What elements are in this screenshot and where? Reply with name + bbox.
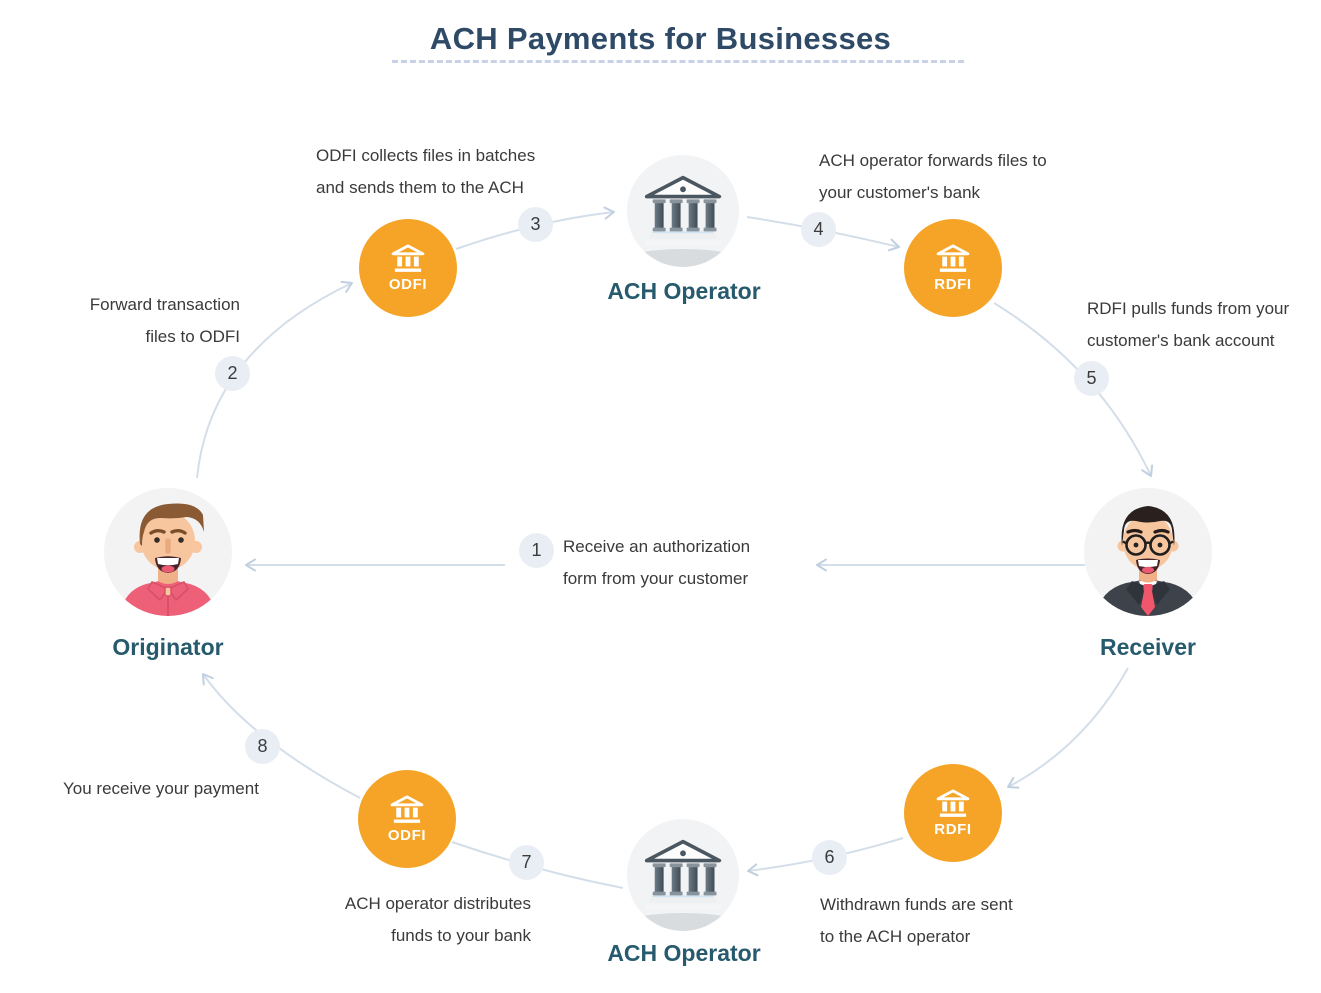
- node-rdfi-top: RDFI: [904, 219, 1002, 317]
- bank-building-icon: [641, 839, 725, 912]
- node-odfi-bottom: ODFI: [358, 770, 456, 868]
- step-6-line-1: Withdrawn funds are sent: [820, 895, 1013, 914]
- step-3-line-1: ODFI collects files in batches: [316, 146, 536, 165]
- node-ground-shadow: [627, 913, 739, 931]
- step-1-line-2: form from your customer: [563, 569, 749, 588]
- page-title: ACH Payments for Businesses: [429, 21, 892, 56]
- step-2-line-1: Forward transaction: [89, 295, 240, 314]
- step-4-text: ACH operator forwards files to your cust…: [819, 145, 1047, 209]
- node-ach-operator-bottom-label: ACH Operator: [607, 940, 761, 966]
- step-badge-3: 3: [518, 207, 553, 242]
- step-1-line-1: Receive an authorization: [563, 537, 751, 556]
- step-badge-7: 7: [509, 845, 544, 880]
- step-2-line-2: files to ODFI: [145, 327, 240, 346]
- step-4-line-2: your customer's bank: [819, 183, 981, 202]
- node-odfi-top-label: ODFI: [388, 275, 428, 293]
- bank-icon: [389, 795, 425, 824]
- step-3-line-2: and sends them to the ACH: [316, 178, 524, 197]
- step-7-text: ACH operator distributes funds to your b…: [231, 888, 531, 952]
- step-8-text: You receive your payment: [63, 773, 259, 805]
- node-receiver-avatar: [1084, 488, 1212, 616]
- node-originator-avatar: [104, 488, 232, 616]
- node-ach-operator-top: [627, 155, 739, 267]
- step-5-line-2: customer's bank account: [1087, 331, 1275, 350]
- title-underline-divider: [392, 60, 964, 63]
- bank-icon: [935, 789, 971, 818]
- node-odfi-bottom-label: ODFI: [387, 826, 427, 844]
- step-8-line-1: You receive your payment: [63, 779, 259, 798]
- man-avatar-icon: [104, 488, 232, 616]
- node-receiver-label: Receiver: [1100, 634, 1196, 660]
- step-1-text: Receive an authorization form from your …: [563, 531, 750, 595]
- step-badge-8: 8: [245, 729, 280, 764]
- step-6-line-2: to the ACH operator: [820, 927, 971, 946]
- step-badge-5: 5: [1074, 361, 1109, 396]
- node-odfi-top: ODFI: [359, 219, 457, 317]
- step-5-line-1: RDFI pulls funds from your: [1087, 299, 1290, 318]
- arc-receiver-to-rdfi-bottom: [1007, 667, 1129, 789]
- step-7-line-1: ACH operator distributes: [344, 894, 531, 913]
- bank-icon: [935, 244, 971, 273]
- node-rdfi-bottom-label: RDFI: [934, 820, 972, 838]
- bank-building-icon: [641, 175, 725, 248]
- node-ach-operator-bottom: [627, 819, 739, 931]
- step-2-text: Forward transaction files to ODFI: [40, 289, 240, 353]
- step-3-text: ODFI collects files in batches and sends…: [316, 140, 535, 204]
- step-7-line-2: funds to your bank: [391, 926, 531, 945]
- node-rdfi-bottom: RDFI: [904, 764, 1002, 862]
- step-badge-4: 4: [801, 212, 836, 247]
- step-badge-1: 1: [519, 533, 554, 568]
- bank-icon: [390, 244, 426, 273]
- step-6-text: Withdrawn funds are sent to the ACH oper…: [820, 889, 1013, 953]
- node-ground-shadow: [627, 249, 739, 267]
- step-4-line-1: ACH operator forwards files to: [819, 151, 1047, 170]
- node-rdfi-top-label: RDFI: [934, 275, 972, 293]
- node-ach-operator-top-label: ACH Operator: [607, 278, 761, 304]
- step-5-text: RDFI pulls funds from your customer's ba…: [1087, 293, 1289, 357]
- step-badge-2: 2: [215, 356, 250, 391]
- businessman-glasses-avatar-icon: [1084, 488, 1212, 616]
- node-originator-label: Originator: [112, 634, 224, 660]
- step-badge-6: 6: [812, 840, 847, 875]
